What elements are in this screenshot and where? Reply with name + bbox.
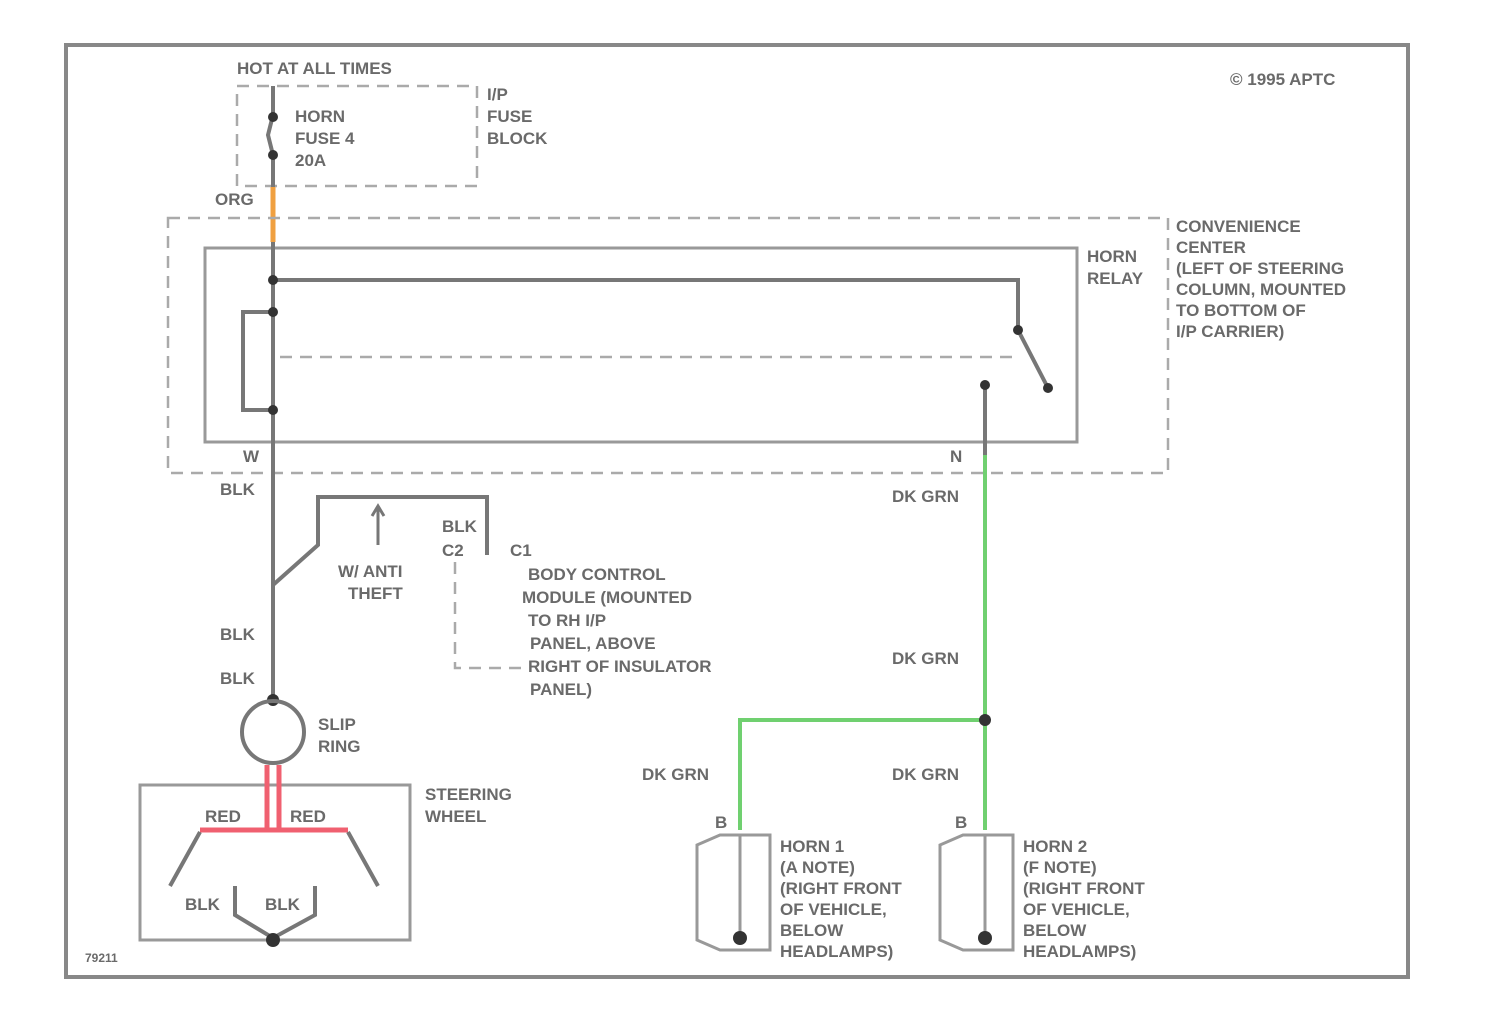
bcm-c2-label: C2	[442, 541, 464, 560]
wire-blk-label-3: BLK	[220, 669, 256, 688]
svg-text:PANEL, ABOVE: PANEL, ABOVE	[530, 634, 656, 653]
svg-text:BELOW: BELOW	[1023, 921, 1087, 940]
svg-text:CENTER: CENTER	[1176, 238, 1246, 257]
relay-coil	[243, 312, 273, 410]
copyright: © 1995 APTC	[1230, 70, 1335, 89]
bcm-box	[455, 562, 525, 668]
wire-dk-grn-label-3: DK GRN	[642, 765, 709, 784]
svg-text:RELAY: RELAY	[1087, 269, 1144, 288]
svg-text:COLUMN, MOUNTED: COLUMN, MOUNTED	[1176, 280, 1346, 299]
horn1-pin-label: B	[715, 813, 727, 832]
horn-switches	[170, 832, 378, 886]
svg-text:HORN: HORN	[1087, 247, 1137, 266]
steering-wheel-label: STEERING WHEEL	[425, 785, 512, 826]
svg-text:W/ ANTI: W/ ANTI	[338, 562, 403, 581]
svg-text:BLOCK: BLOCK	[487, 129, 548, 148]
svg-text:TO RH I/P: TO RH I/P	[528, 611, 606, 630]
svg-text:OF VEHICLE,: OF VEHICLE,	[780, 900, 887, 919]
svg-text:(A NOTE): (A NOTE)	[780, 858, 855, 877]
wire-dk-grn-label-1: DK GRN	[892, 487, 959, 506]
wire-red-label-right: RED	[290, 807, 326, 826]
horn2-label: HORN 2 (F NOTE) (RIGHT FRONT OF VEHICLE,…	[1023, 837, 1145, 961]
horn1-symbol	[697, 835, 770, 950]
svg-text:I/P: I/P	[487, 85, 508, 104]
fuse-block-label: I/P FUSE BLOCK	[487, 85, 548, 148]
svg-text:SLIP: SLIP	[318, 715, 356, 734]
svg-text:TO BOTTOM OF: TO BOTTOM OF	[1176, 301, 1306, 320]
svg-text:HEADLAMPS): HEADLAMPS)	[780, 942, 893, 961]
svg-text:RING: RING	[318, 737, 361, 756]
bcm-label: BODY CONTROL MODULE (MOUNTED TO RH I/P P…	[522, 565, 712, 699]
horn-relay-box	[205, 248, 1077, 442]
hot-at-all-times-label: HOT AT ALL TIMES	[237, 59, 392, 78]
svg-text:THEFT: THEFT	[348, 584, 403, 603]
wire-blk-label-4: BLK	[185, 895, 221, 914]
svg-text:HORN 1: HORN 1	[780, 837, 844, 856]
svg-text:STEERING: STEERING	[425, 785, 512, 804]
figure-id: 79211	[85, 951, 118, 965]
slip-ring-label: SLIP RING	[318, 715, 361, 756]
svg-text:HORN: HORN	[295, 107, 345, 126]
convenience-center-label: CONVENIENCE CENTER (LEFT OF STEERING COL…	[1176, 217, 1346, 341]
fuse-label: HORN FUSE 4 20A	[295, 107, 355, 170]
wire-blk-label: BLK	[220, 480, 256, 499]
horn2-pin-label: B	[955, 813, 967, 832]
svg-text:HEADLAMPS): HEADLAMPS)	[1023, 942, 1136, 961]
wire-dk-grn-label-4: DK GRN	[892, 765, 959, 784]
svg-text:(RIGHT FRONT: (RIGHT FRONT	[1023, 879, 1145, 898]
relay-switch	[273, 280, 1048, 388]
steering-wheel-box	[140, 785, 410, 940]
horn-relay-label: HORN RELAY	[1087, 247, 1144, 288]
svg-text:OF VEHICLE,: OF VEHICLE,	[1023, 900, 1130, 919]
svg-text:(RIGHT FRONT: (RIGHT FRONT	[780, 879, 902, 898]
svg-text:WHEEL: WHEEL	[425, 807, 486, 826]
horn2-symbol	[940, 835, 1013, 950]
convenience-center-box	[168, 218, 1168, 473]
horn1-label: HORN 1 (A NOTE) (RIGHT FRONT OF VEHICLE,…	[780, 837, 902, 961]
svg-text:CONVENIENCE: CONVENIENCE	[1176, 217, 1301, 236]
svg-text:PANEL): PANEL)	[530, 680, 592, 699]
pin-left-label: W	[243, 447, 260, 466]
bcm-c1-label: C1	[510, 541, 532, 560]
slip-ring	[242, 701, 304, 763]
wire-blk-label-2: BLK	[220, 625, 256, 644]
pin-right-label: N	[950, 447, 962, 466]
wire-red-label-left: RED	[205, 807, 241, 826]
wire-org-label: ORG	[215, 190, 254, 209]
anti-theft-arrow-icon	[372, 506, 384, 545]
wire-dk-grn-label-2: DK GRN	[892, 649, 959, 668]
fuse-symbol	[268, 86, 273, 187]
svg-text:RIGHT OF INSULATOR: RIGHT OF INSULATOR	[528, 657, 712, 676]
svg-text:BELOW: BELOW	[780, 921, 844, 940]
svg-text:FUSE 4: FUSE 4	[295, 129, 355, 148]
svg-text:I/P CARRIER): I/P CARRIER)	[1176, 322, 1284, 341]
svg-text:BODY CONTROL: BODY CONTROL	[528, 565, 666, 584]
anti-theft-label: W/ ANTI THEFT	[338, 562, 403, 603]
svg-text:20A: 20A	[295, 151, 326, 170]
svg-text:FUSE: FUSE	[487, 107, 532, 126]
wire-blk-label-5: BLK	[265, 895, 301, 914]
svg-text:(F NOTE): (F NOTE)	[1023, 858, 1097, 877]
svg-text:MODULE (MOUNTED: MODULE (MOUNTED	[522, 588, 692, 607]
svg-text:(LEFT OF STEERING: (LEFT OF STEERING	[1176, 259, 1344, 278]
svg-text:HORN 2: HORN 2	[1023, 837, 1087, 856]
bcm-wire-label: BLK	[442, 517, 478, 536]
